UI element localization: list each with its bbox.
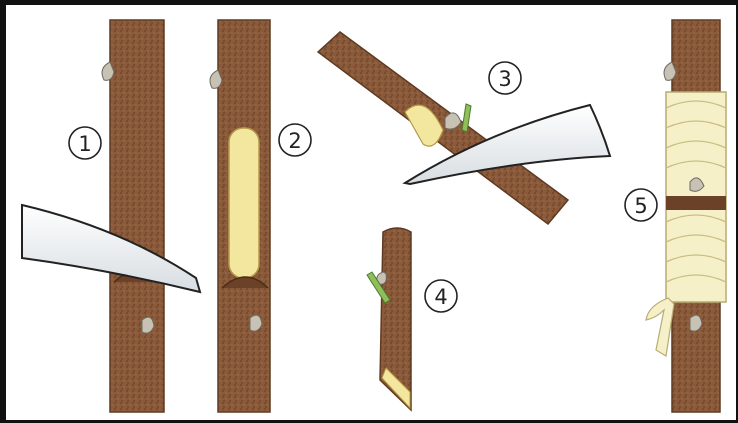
step-1-label: 1	[78, 132, 91, 156]
step-5-scene: 5	[625, 20, 726, 412]
tape-tail	[646, 298, 674, 356]
stem-1	[110, 20, 164, 412]
cambium-strip	[229, 128, 259, 278]
step-3-scene: 3	[318, 32, 610, 224]
step-5-label: 5	[634, 194, 647, 218]
exposed-bark-band	[666, 196, 726, 210]
step-2-scene: 2	[210, 20, 311, 412]
step-1-scene: 1	[22, 20, 200, 412]
step-3-label: 3	[498, 67, 511, 91]
step-4-label: 4	[434, 285, 447, 309]
step-2-label: 2	[288, 129, 301, 153]
step-4-scene: 4	[367, 228, 457, 410]
